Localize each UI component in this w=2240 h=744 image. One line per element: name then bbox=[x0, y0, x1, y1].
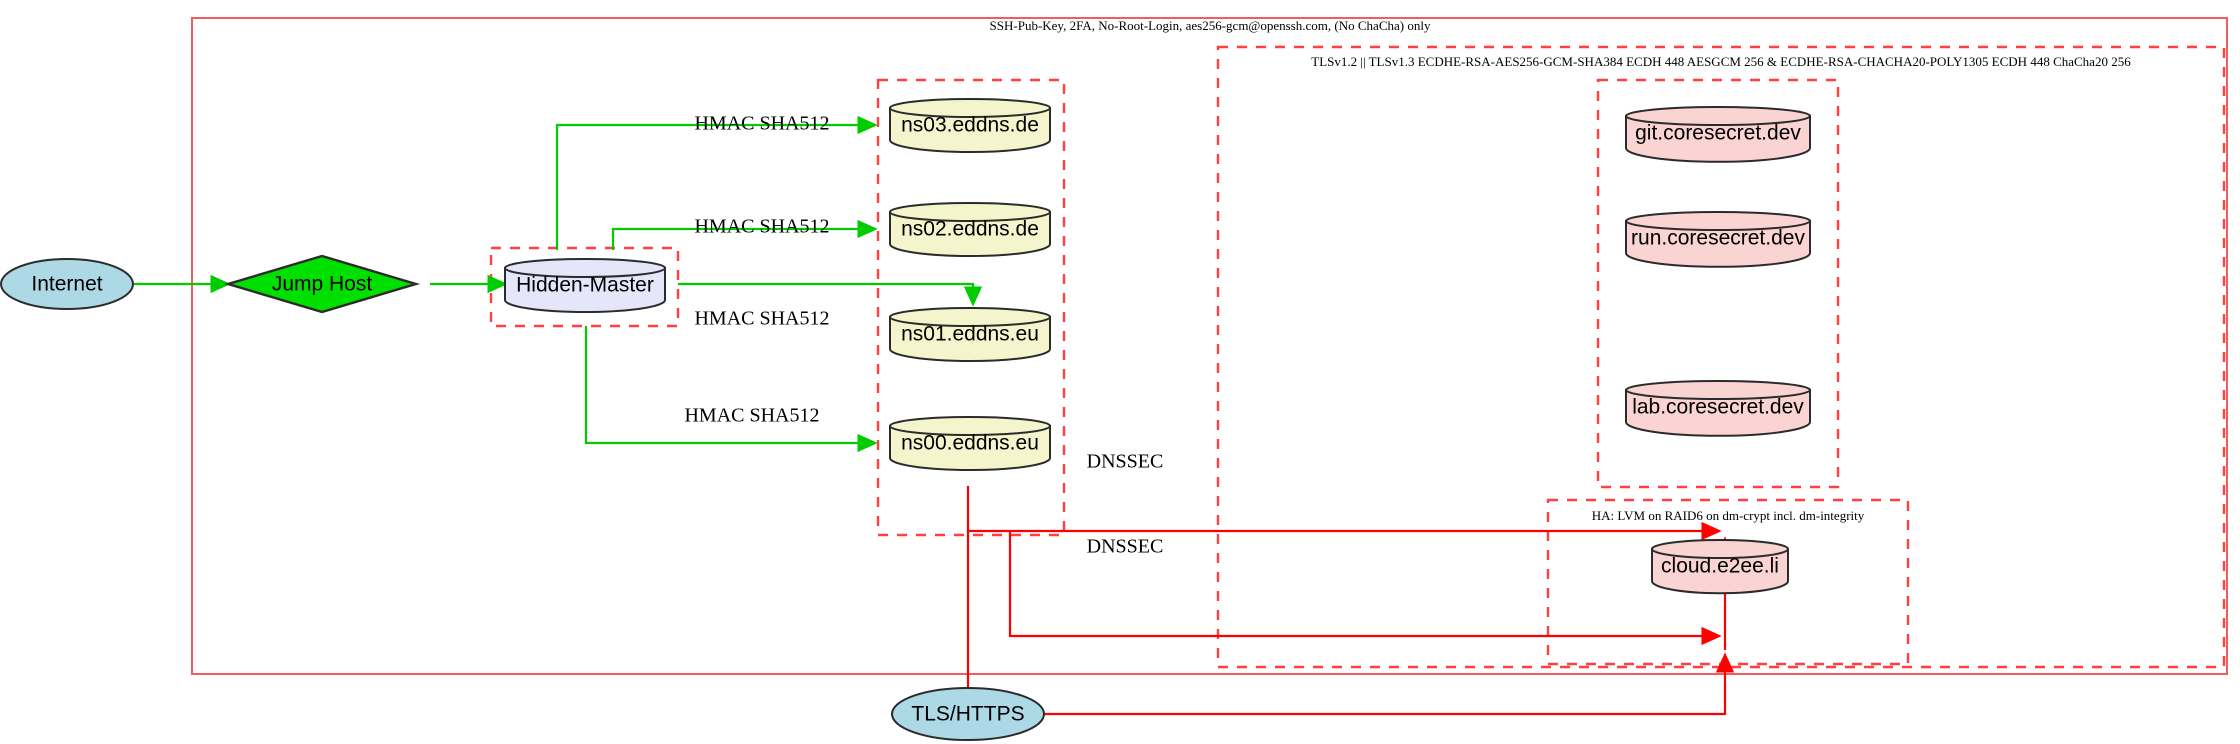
node-ns00[interactable]: ns00.eddns.eu bbox=[889, 416, 1051, 471]
edge-label-dnssec-upper: DNSSEC bbox=[1087, 451, 1164, 473]
edge-label-hmac-ns03: HMAC SHA512 bbox=[694, 113, 829, 135]
node-ns03-label: ns03.eddns.de bbox=[901, 114, 1039, 137]
node-git-coresecret-label: git.coresecret.dev bbox=[1635, 122, 1801, 145]
cluster-tls-zone-label: TLSv1.2 || TLSv1.3 ECDHE-RSA-AES256-GCM-… bbox=[1311, 54, 2131, 69]
edge-dnssec-to-cloud-zone bbox=[1008, 531, 1718, 636]
cluster-ha-zone-label: HA: LVM on RAID6 on dm-crypt incl. dm-in… bbox=[1592, 508, 1865, 523]
node-hidden-master[interactable]: Hidden-Master bbox=[504, 258, 666, 313]
edge-label-hmac-ns00: HMAC SHA512 bbox=[684, 405, 819, 427]
edge-label-hmac-ns01: HMAC SHA512 bbox=[694, 308, 829, 330]
node-internet[interactable]: Internet bbox=[0, 258, 134, 310]
edge-hiddenmaster-to-ns03 bbox=[555, 125, 874, 250]
node-ns01-label: ns01.eddns.eu bbox=[901, 323, 1039, 346]
node-git-coresecret[interactable]: git.coresecret.dev bbox=[1625, 106, 1811, 163]
edge-label-hmac-ns02: HMAC SHA512 bbox=[694, 216, 829, 238]
node-ns02[interactable]: ns02.eddns.de bbox=[889, 202, 1051, 257]
cluster-dns-zone bbox=[876, 78, 1066, 537]
node-cloud-e2ee[interactable]: cloud.e2ee.li bbox=[1651, 539, 1789, 595]
node-lab-coresecret[interactable]: lab.coresecret.dev bbox=[1625, 380, 1811, 437]
node-cloud-e2ee-label: cloud.e2ee.li bbox=[1661, 555, 1779, 578]
node-ns02-label: ns02.eddns.de bbox=[901, 218, 1039, 241]
node-jump-host-label: Jump Host bbox=[272, 273, 373, 296]
cluster-ssh-zone bbox=[191, 17, 2228, 675]
edge-hiddenmaster-to-ns02 bbox=[611, 229, 874, 250]
node-jump-host[interactable]: Jump Host bbox=[223, 254, 421, 314]
node-ns03[interactable]: ns03.eddns.de bbox=[889, 98, 1051, 153]
cluster-ssh-zone-label: SSH-Pub-Key, 2FA, No-Root-Login, aes256-… bbox=[990, 18, 1431, 33]
edge-label-dnssec-lower: DNSSEC bbox=[1087, 536, 1164, 558]
node-ns00-label: ns00.eddns.eu bbox=[901, 432, 1039, 455]
node-tls-https[interactable]: TLS/HTTPS bbox=[891, 687, 1045, 741]
edge-hiddenmaster-to-ns00 bbox=[584, 326, 874, 443]
node-ns01[interactable]: ns01.eddns.eu bbox=[889, 307, 1051, 362]
node-run-coresecret-label: run.coresecret.dev bbox=[1631, 227, 1805, 250]
cluster-service-zone bbox=[1596, 78, 1840, 489]
node-hidden-master-label: Hidden-Master bbox=[516, 274, 654, 297]
node-tls-https-label: TLS/HTTPS bbox=[911, 703, 1024, 726]
node-lab-coresecret-label: lab.coresecret.dev bbox=[1632, 396, 1804, 419]
edge-tlshttps-to-cloud bbox=[1043, 656, 1725, 716]
node-internet-label: Internet bbox=[31, 273, 102, 296]
node-run-coresecret[interactable]: run.coresecret.dev bbox=[1625, 211, 1811, 268]
edge-hiddenmaster-to-ns01 bbox=[678, 282, 973, 303]
